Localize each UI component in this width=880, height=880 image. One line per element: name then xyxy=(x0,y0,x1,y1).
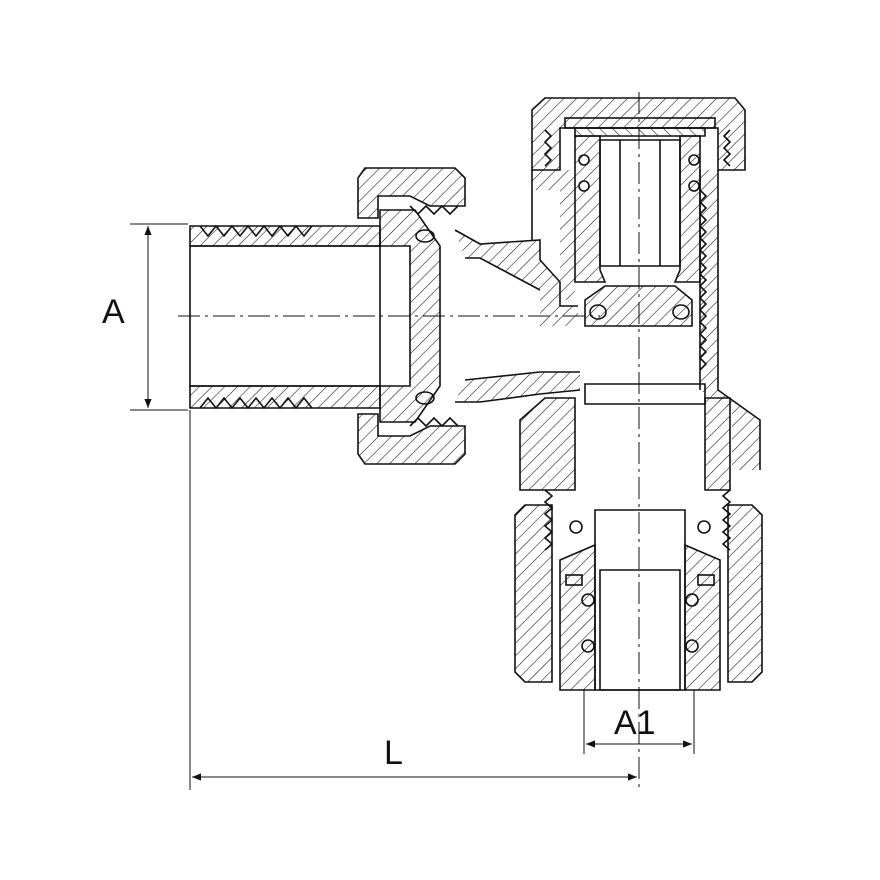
dimension-a1-label: A1 xyxy=(614,704,656,742)
valve-body-neck xyxy=(454,229,581,403)
valve-body-housing xyxy=(519,170,761,491)
compression-fitting xyxy=(514,489,763,691)
dimension-a1: A1 xyxy=(583,690,695,754)
inlet-tail-piece xyxy=(189,209,441,423)
top-cap xyxy=(531,97,746,171)
dimension-a-label: A xyxy=(102,293,125,331)
union-nut xyxy=(357,167,466,465)
center-lines xyxy=(178,92,640,790)
dimension-l: L xyxy=(189,410,637,790)
dimension-l-label: L xyxy=(384,734,403,772)
valve-insert xyxy=(574,135,701,327)
dimension-a: A xyxy=(102,223,188,411)
